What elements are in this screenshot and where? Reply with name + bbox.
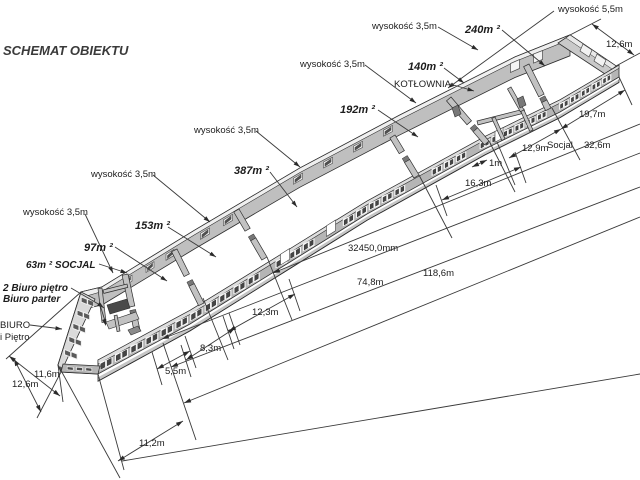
svg-text:12,6m: 12,6m: [12, 379, 38, 390]
svg-text:Biuro parter: Biuro parter: [3, 294, 61, 305]
svg-text:240m ²: 240m ²: [464, 24, 500, 36]
svg-text:32,6m: 32,6m: [584, 140, 610, 151]
svg-text:i Piętro: i Piętro: [0, 332, 30, 343]
svg-text:118,6m: 118,6m: [423, 268, 454, 279]
svg-text:387m ²: 387m ²: [234, 165, 269, 177]
svg-text:11,2m: 11,2m: [139, 438, 165, 449]
svg-text:wysokość 5,5m: wysokość 5,5m: [557, 4, 623, 15]
svg-text:153m ²: 153m ²: [135, 220, 170, 232]
svg-text:wysokość 3,5m: wysokość 3,5m: [193, 125, 259, 136]
svg-text:11,6m: 11,6m: [34, 369, 60, 380]
svg-text:1m: 1m: [489, 158, 502, 169]
svg-text:BIURO: BIURO: [0, 320, 30, 331]
svg-text:192m ²: 192m ²: [340, 104, 375, 116]
svg-text:2 Biuro piętro: 2 Biuro piętro: [2, 283, 68, 294]
svg-text:12,3m: 12,3m: [252, 307, 278, 318]
svg-text:12,6m: 12,6m: [606, 39, 632, 50]
svg-text:140m ²: 140m ²: [408, 61, 443, 73]
svg-text:74,8m: 74,8m: [357, 277, 383, 288]
svg-text:8,3m: 8,3m: [200, 343, 221, 354]
svg-text:12,9m: 12,9m: [522, 143, 548, 154]
svg-text:5,5m: 5,5m: [165, 366, 186, 377]
svg-text:wysokość 3,5m: wysokość 3,5m: [299, 59, 365, 70]
svg-text:wysokość 3,5m: wysokość 3,5m: [371, 21, 437, 32]
svg-text:wysokość 3,5m: wysokość 3,5m: [22, 207, 88, 218]
svg-text:97m ²: 97m ²: [84, 242, 113, 254]
svg-text:wysokość 3,5m: wysokość 3,5m: [90, 169, 156, 180]
svg-text:Socjal: Socjal: [547, 140, 573, 151]
svg-text:SCHEMAT OBIEKTU: SCHEMAT OBIEKTU: [3, 43, 129, 58]
svg-text:16,3m: 16,3m: [465, 178, 491, 189]
svg-text:32450,0mm: 32450,0mm: [348, 243, 398, 254]
svg-text:19,7m: 19,7m: [579, 109, 605, 120]
svg-text:63m ² SOCJAL: 63m ² SOCJAL: [26, 260, 95, 271]
svg-text:KOTŁOWNIA: KOTŁOWNIA: [394, 79, 452, 90]
